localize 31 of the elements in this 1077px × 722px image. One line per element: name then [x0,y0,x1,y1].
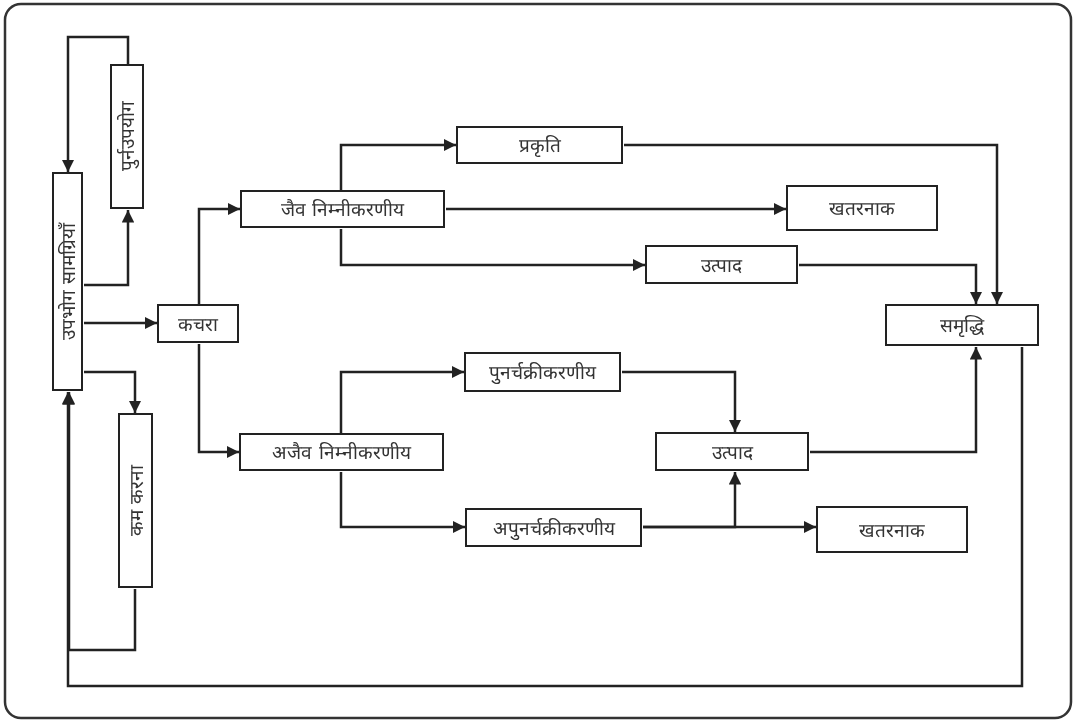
arrow [799,263,983,304]
process-box: अजैव निम्नीकरणीय [239,433,444,471]
arrow [446,202,786,216]
process-box: खतरनाक [816,506,968,553]
arrow [339,138,456,190]
arrow [84,370,142,413]
arrow [810,347,983,454]
arrow [339,229,645,272]
arrow [61,35,130,172]
arrow [339,472,465,534]
process-box: जैव निम्नीकरणीय [240,190,445,228]
process-box: पुनर्चक्रीकरणीय [464,352,621,392]
process-box: समृद्धि [885,304,1039,346]
process-box: प्रकृति [456,126,623,164]
arrow [622,370,742,432]
process-box: पुर्नउपयोग [110,64,144,209]
process-box: उपभोग सामग्रियाँ [52,172,83,391]
process-box: अपुनर्चक्रीकरणीय [465,508,642,547]
arrow [84,210,135,287]
process-box: उत्पाद [655,432,809,471]
process-box: कम करना [118,413,153,588]
arrow [624,143,1004,304]
arrow [197,202,240,304]
arrow [197,344,239,459]
arrow [84,316,157,330]
process-box: कचरा [157,304,239,343]
arrow [61,347,1024,688]
arrow [339,365,464,433]
process-box: खतरनाक [786,185,938,231]
process-box: उत्पाद [645,245,798,284]
arrow [643,520,816,534]
